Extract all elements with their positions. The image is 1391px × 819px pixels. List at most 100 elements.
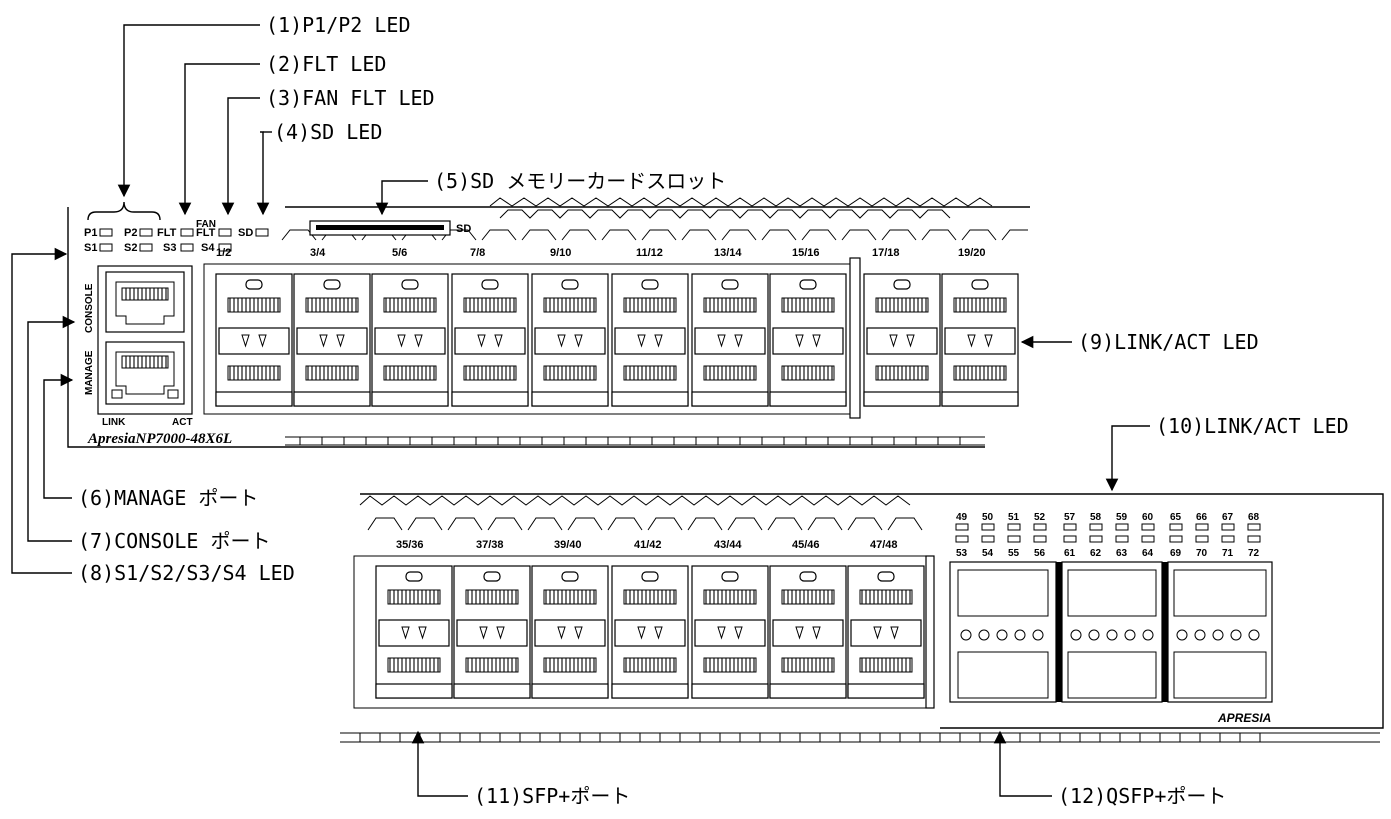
callout-sd-led: (4)SD LED <box>274 120 382 144</box>
manage-port[interactable] <box>105 341 185 405</box>
sd-card-slot-opening <box>316 225 444 230</box>
callout-link-act-led-qsfp: (10)LINK/ACT LED <box>1156 414 1349 438</box>
qsfp-led-label-58: 58 <box>1090 512 1102 523</box>
port-label-37-38: 37/38 <box>476 539 504 551</box>
sfp-port-35-36[interactable] <box>375 565 453 699</box>
brand-logo: APRESIA <box>1217 711 1271 725</box>
qsfp-led-label-54: 54 <box>982 548 994 559</box>
qsfp-leds <box>955 523 1261 543</box>
qsfp-led-label-69: 69 <box>1170 548 1182 559</box>
led-label-s1: S1 <box>84 242 97 254</box>
vent-grille-lower <box>359 495 923 531</box>
sfp-port-9-10[interactable] <box>531 273 609 407</box>
port-label-9-10: 9/10 <box>550 247 571 259</box>
qsfp-divider <box>1056 562 1062 702</box>
qsfp-led-label-67: 67 <box>1222 512 1234 523</box>
vent-grille-upper <box>281 197 1028 241</box>
qsfp-led-label-63: 63 <box>1116 548 1128 559</box>
led-s1 <box>99 243 113 252</box>
port-label-13-14: 13/14 <box>714 247 742 259</box>
led-s4 <box>218 243 232 252</box>
manage-act-led <box>167 389 179 399</box>
sfp-port-45-46[interactable] <box>769 565 847 699</box>
led-p2 <box>139 228 153 237</box>
upper-sfp-ports[interactable] <box>215 273 1019 407</box>
manage-port-label: MANAGE <box>84 350 95 395</box>
callout-flt-led: (2)FLT LED <box>266 52 386 76</box>
led-label-flt: FLT <box>157 227 177 239</box>
qsfp-led-label-51: 51 <box>1008 512 1020 523</box>
lower-sfp-ports[interactable] <box>375 565 925 699</box>
lower-panel-outline <box>360 493 1384 729</box>
sfp-port-19-20[interactable] <box>941 273 1019 407</box>
sfp-port-17-18[interactable] <box>863 273 941 407</box>
led-label-s2: S2 <box>124 242 137 254</box>
qsfp-led-labels: 49 50 51 52 57 58 59 60 65 66 67 68 53 5… <box>956 512 1260 559</box>
qsfp-led-label-59: 59 <box>1116 512 1128 523</box>
qsfp-port-group-49-56[interactable] <box>949 561 1057 703</box>
port-label-7-8: 7/8 <box>470 247 485 259</box>
sfp-port-3-4[interactable] <box>293 273 371 407</box>
callout-s-led: (8)S1/S2/S3/S4 LED <box>78 561 295 585</box>
callout-link-act-led-upper: (9)LINK/ACT LED <box>1078 330 1259 354</box>
qsfp-port-group-65-72[interactable] <box>1167 561 1273 703</box>
lower-panel: 35/36 37/38 39/40 41/42 43/44 45/46 47/4… <box>340 493 1384 743</box>
port-label-5-6: 5/6 <box>392 247 407 259</box>
qsfp-divider <box>1162 562 1168 702</box>
link-label: LINK <box>102 417 126 428</box>
qsfp-led-label-65: 65 <box>1170 512 1182 523</box>
led-s2 <box>139 243 153 252</box>
qsfp-port-group-57-64[interactable] <box>1061 561 1163 703</box>
cage-edge <box>925 555 935 709</box>
sfp-port-37-38[interactable] <box>453 565 531 699</box>
led-label-s3: S3 <box>163 242 176 254</box>
console-port[interactable] <box>105 271 185 333</box>
qsfp-led-label-70: 70 <box>1196 548 1208 559</box>
qsfp-led-label-61: 61 <box>1064 548 1076 559</box>
lower-bottom-vent <box>340 732 1380 743</box>
sfp-port-11-12[interactable] <box>611 273 689 407</box>
callout-sfp-port: (11)SFP+ポート <box>474 784 630 808</box>
callout-manage-port: (6)MANAGE ポート <box>78 486 258 510</box>
status-led-group: P1 P2 FLT FAN FLT SD S1 S2 S3 S4 <box>84 219 269 254</box>
qsfp-led-label-60: 60 <box>1142 512 1154 523</box>
sfp-port-1-2[interactable] <box>215 273 293 407</box>
act-label: ACT <box>172 417 193 428</box>
led-label-sd: SD <box>238 227 253 239</box>
callout-p1-p2-led: (1)P1/P2 LED <box>266 13 411 37</box>
port-label-3-4: 3/4 <box>310 247 326 259</box>
callout-qsfp-port: (12)QSFP+ポート <box>1058 784 1226 808</box>
sfp-port-39-40[interactable] <box>531 565 609 699</box>
sfp-port-5-6[interactable] <box>371 273 449 407</box>
sfp-port-7-8[interactable] <box>451 273 529 407</box>
sfp-port-43-44[interactable] <box>691 565 769 699</box>
port-label-47-48: 47/48 <box>870 539 898 551</box>
led-label-fan: FAN <box>196 219 216 230</box>
port-label-39-40: 39/40 <box>554 539 582 551</box>
sfp-port-13-14[interactable] <box>691 273 769 407</box>
qsfp-led-label-49: 49 <box>956 512 968 523</box>
model-name: ApresiaNP7000-48X6L <box>87 431 232 447</box>
qsfp-led-label-64: 64 <box>1142 548 1154 559</box>
upper-panel: SD P1 P2 FLT FAN FLT SD S1 S2 S3 S4 CONS… <box>67 197 1030 448</box>
sfp-port-41-42[interactable] <box>611 565 689 699</box>
port-label-41-42: 41/42 <box>634 539 662 551</box>
upper-port-labels: 1/2 3/4 5/6 7/8 9/10 11/12 13/14 15/16 1… <box>216 247 986 259</box>
callout-labels: (1)P1/P2 LED (2)FLT LED (3)FAN FLT LED (… <box>78 13 1349 808</box>
qsfp-led-label-56: 56 <box>1034 548 1046 559</box>
qsfp-ports[interactable] <box>949 561 1273 703</box>
console-port-label: CONSOLE <box>84 283 95 333</box>
callout-sd-slot: (5)SD メモリーカードスロット <box>434 169 726 193</box>
qsfp-led-label-62: 62 <box>1090 548 1102 559</box>
sd-slot-label: SD <box>456 223 471 235</box>
qsfp-led-label-66: 66 <box>1196 512 1208 523</box>
cage-divider <box>849 257 861 419</box>
port-label-17-18: 17/18 <box>872 247 900 259</box>
sfp-port-47-48[interactable] <box>847 565 925 699</box>
upper-bottom-vent <box>285 436 985 446</box>
qsfp-led-label-72: 72 <box>1248 548 1260 559</box>
panel-cut <box>1022 264 1030 414</box>
qsfp-led-label-52: 52 <box>1034 512 1046 523</box>
sfp-port-15-16[interactable] <box>769 273 847 407</box>
